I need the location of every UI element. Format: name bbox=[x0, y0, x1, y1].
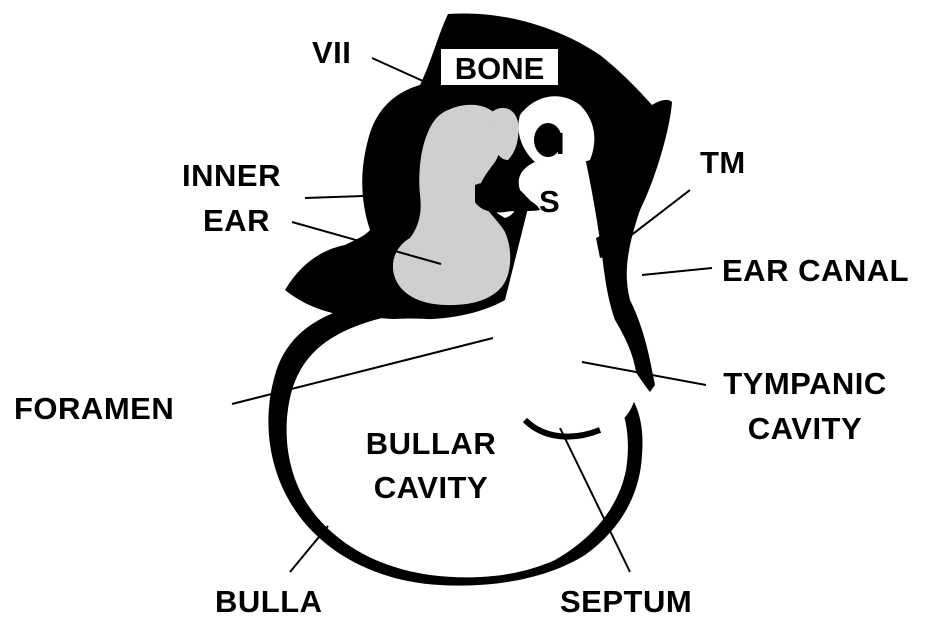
vii-label: VII bbox=[312, 37, 351, 68]
tympanic-cavity-label-line2: CAVITY bbox=[710, 413, 900, 444]
bone-label-box: BONE bbox=[439, 47, 560, 87]
foramen-label: FORAMEN bbox=[14, 393, 174, 424]
bone-label: BONE bbox=[441, 53, 558, 84]
bulla-label: BULLA bbox=[215, 586, 323, 617]
stapes-label: S bbox=[539, 186, 560, 217]
tm-label: TM bbox=[700, 147, 746, 178]
bullar-cavity-label-line1: BULLAR bbox=[346, 428, 516, 459]
tympanic-cavity-label-line1: TYMPANIC bbox=[710, 368, 900, 399]
leader-vii bbox=[372, 58, 434, 86]
inner-ear-label-line2: EAR bbox=[203, 205, 270, 236]
ear-canal-label: EAR CANAL bbox=[722, 255, 909, 286]
leader-bulla bbox=[290, 526, 328, 572]
bullar-cavity-label-line2: CAVITY bbox=[346, 472, 516, 503]
septum-label: SEPTUM bbox=[560, 586, 692, 617]
incus-label: I bbox=[556, 128, 565, 159]
leader-ear-canal bbox=[642, 268, 712, 275]
inner-ear-label-line1: INNER bbox=[182, 160, 281, 191]
